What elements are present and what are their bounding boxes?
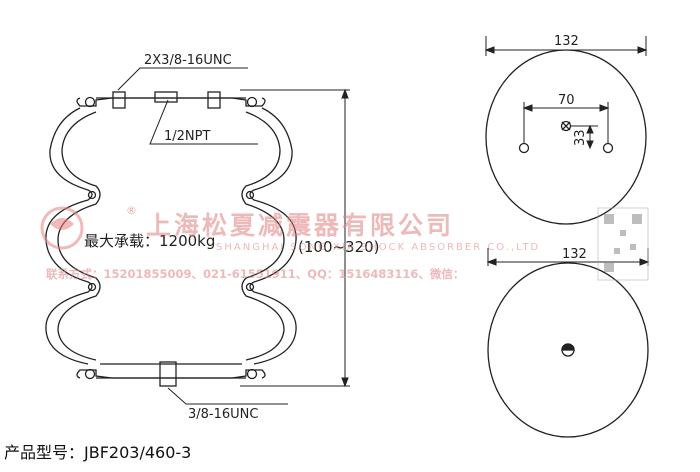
bellows-right-inner (241, 111, 285, 361)
air-spring-side-view (45, 91, 297, 387)
top-plate-view (485, 49, 647, 225)
bottom-stud (159, 361, 177, 387)
bottom-plate-view (487, 262, 649, 438)
top-diameter-label: 132 (554, 34, 579, 49)
bolt-spacing-label: 70 (558, 93, 575, 108)
registered-mark: ® (126, 204, 137, 217)
top-view-dimensions (484, 36, 648, 150)
watermark-contact: 联系方式：15201855009、021-61551911、QQ：1516483… (46, 267, 464, 281)
height-dimension (240, 88, 350, 388)
top-stud-right (207, 91, 221, 109)
watermark: ® 上海松夏减震器有限公司 SHANGHAI SONG XIA SHOCK AB… (40, 204, 649, 281)
product-model-label: 产品型号：JBF203/460-3 (4, 443, 191, 462)
bottom-thread-label: 3/8-16UNC (188, 407, 258, 422)
bottom-view-dimensions (486, 248, 650, 266)
height-range-label: (100~320) (298, 238, 380, 256)
npt-fitting (154, 91, 178, 103)
top-thread-label: 2X3/8-16UNC (144, 53, 232, 68)
bellows-right-outer (249, 107, 297, 365)
qr-code-icon (597, 207, 649, 281)
watermark-company-en: SHANGHAI SONG XIA SHOCK ABSORBER CO.,LTD (216, 242, 540, 253)
leaders (117, 67, 288, 405)
bellows-left-inner (57, 111, 101, 361)
top-stud-left (112, 91, 126, 109)
load-label: 最大承载：1200kg (84, 232, 215, 250)
watermark-logo (40, 206, 84, 250)
bottom-plate (76, 369, 266, 379)
offset-label: 33 (573, 129, 588, 146)
bottom-diameter-label: 132 (562, 247, 587, 262)
npt-label: 1/2NPT (164, 129, 210, 144)
watermark-company-cn: 上海松夏减震器有限公司 (146, 211, 454, 240)
